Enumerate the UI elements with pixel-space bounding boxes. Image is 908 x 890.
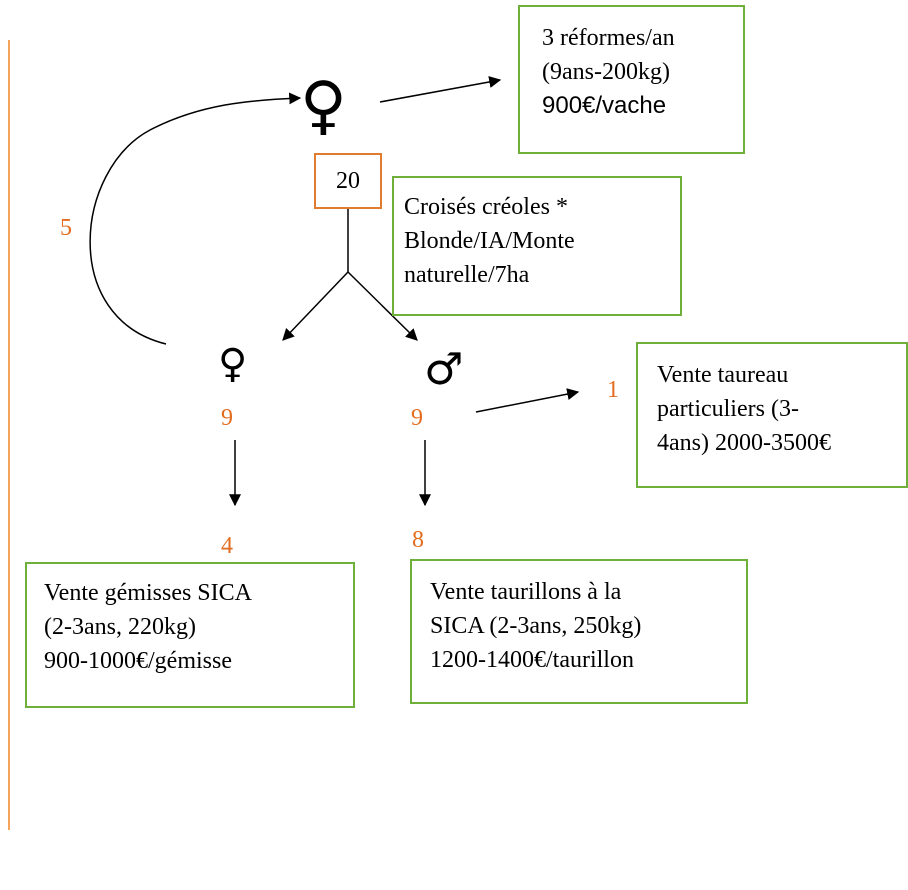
breed-line-2: Blonde/IA/Monte — [404, 228, 575, 254]
margin-line — [8, 40, 10, 830]
arrow-loop-back — [89, 92, 302, 345]
arrow-to-female — [282, 271, 349, 341]
female-calves-symbol: ♀ — [218, 341, 248, 387]
herd-count-box: 20 — [314, 153, 382, 209]
bull-line-3: 4ans) 2000-3500€ — [657, 430, 831, 456]
breed-line-1: Croisés créoles * — [404, 194, 568, 220]
herd-female-symbol: ♀ — [300, 69, 347, 143]
heifers-sold-count: 4 — [221, 533, 233, 559]
heifer-line-1: Vente gémisses SICA — [44, 580, 252, 606]
bull-line-1: Vente taureau — [657, 362, 789, 388]
heifer-line-3: 900-1000€/gémisse — [44, 648, 232, 674]
bullock-line-2: SICA (2-3ans, 250kg) — [430, 613, 642, 639]
male-calves-count: 9 — [411, 405, 423, 431]
bull-sold-count: 1 — [607, 377, 619, 403]
breed-box: Croisés créoles * Blonde/IA/Monte nature… — [392, 176, 682, 316]
male-calves-symbol: ♂ — [424, 344, 464, 395]
arrow-herd-to-reform — [379, 76, 502, 103]
reform-line-3: 900€/vache — [542, 92, 667, 119]
bull-sale-box: Vente taureau particuliers (3- 4ans) 200… — [636, 342, 908, 488]
bullock-line-1: Vente taurillons à la — [430, 579, 622, 605]
reform-box: 3 réformes/an (9ans-200kg) 900€/vache — [518, 5, 745, 154]
bullock-line-3: 1200-1400€/taurillon — [430, 647, 634, 673]
reform-line-2: (9ans-200kg) — [542, 59, 670, 85]
returned-count: 5 — [60, 215, 72, 241]
arrow-male-to-bull — [475, 388, 580, 413]
reform-line-1: 3 réformes/an — [542, 25, 675, 51]
bull-line-2: particuliers (3- — [657, 396, 799, 422]
breed-line-3: naturelle/7ha — [404, 262, 530, 288]
bullocks-sold-count: 8 — [412, 527, 424, 553]
arrow-to-male — [347, 271, 418, 341]
heifer-line-2: (2-3ans, 220kg) — [44, 614, 196, 640]
heifer-sale-box: Vente gémisses SICA (2-3ans, 220kg) 900-… — [25, 562, 355, 708]
female-calves-count: 9 — [221, 405, 233, 431]
bullock-sale-box: Vente taurillons à la SICA (2-3ans, 250k… — [410, 559, 748, 704]
